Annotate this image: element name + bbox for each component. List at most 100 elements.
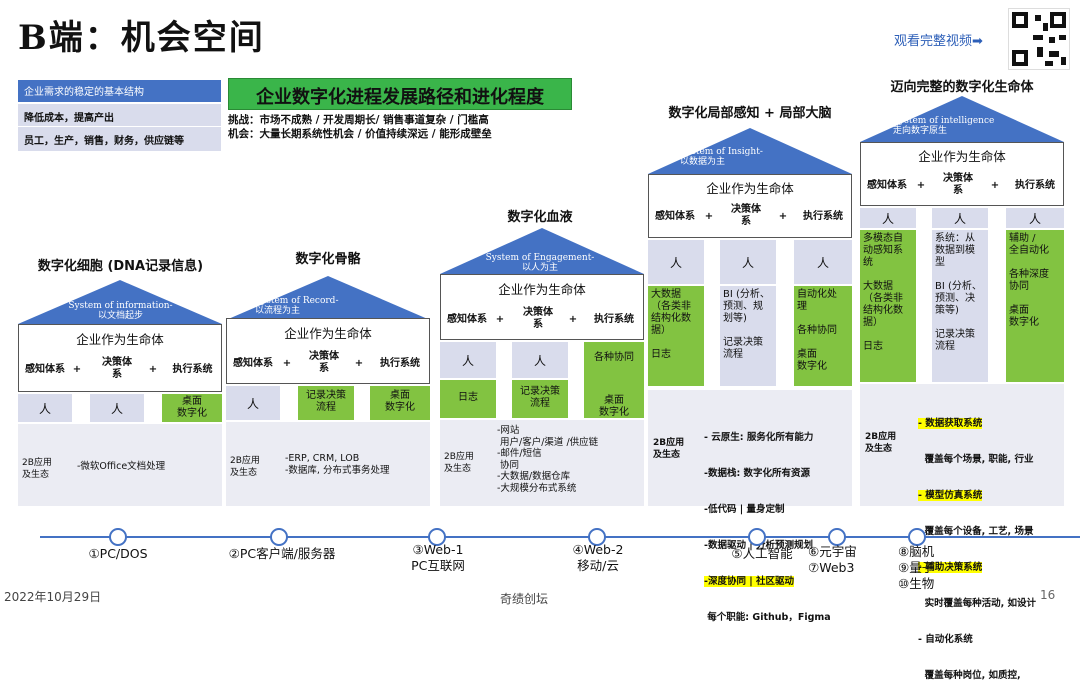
timeline-dot-1[interactable] (109, 528, 127, 546)
house-5-plus-1: + (916, 180, 926, 191)
timeline-label-web1: ③Web-1 PC互联网 (411, 542, 465, 573)
house-4-eco-item: -低代码 | 量身定制 (704, 504, 785, 515)
house-2-eco (226, 422, 430, 506)
house-4-bi-text: BI (分析、 预测、规 划等) (723, 289, 770, 324)
house-5-log: 日志 (863, 341, 883, 352)
house-2-plus-2: + (354, 358, 364, 369)
house-5-person-2: 人 (932, 208, 988, 228)
house-5-roof-label: System of intelligence 走向数字原生 (893, 116, 995, 136)
legend-row-functions: 员工，生产，销售，财务，供应链等 (18, 127, 221, 151)
timeline-axis (40, 536, 1080, 538)
house-5-col-3: 辅助 / 全自动化各种深度 协同桌面 数字化 (1006, 230, 1064, 382)
house-2-roof-label: System of Record- 以流程为主 (255, 296, 339, 316)
house-5-eco-item: 覆盖每个设备, 工艺, 场景 (918, 526, 1034, 537)
house-5-exec: 执行系统 (1015, 180, 1055, 191)
house-4-eco-item: - 云原生: 服务化所有能力 (704, 432, 814, 443)
timeline-dot-7[interactable] (908, 528, 926, 546)
timeline-dot-6[interactable] (828, 528, 846, 546)
house-3-roof-label: System of Engagement- 以人为主 (485, 253, 595, 273)
house-5-eco-highlight: - 数据获取系统 (918, 418, 983, 429)
house-5-title: 迈向完整的数字化生命体 (890, 80, 1034, 95)
watch-video-link[interactable]: 观看完整视频➡ (894, 34, 983, 49)
house-5-bi: BI (分析、 预测、决 策等) (935, 281, 982, 316)
timeline-label-future: ⑧脑机 ⑨量子 ⑩生物 (898, 544, 935, 591)
legend-structure: 企业需求的稳定的基本结构 (18, 80, 221, 102)
house-4-log: 日志 (651, 349, 671, 360)
house-3-eco-label: 2B应用 及生态 (444, 452, 474, 474)
house-4-eco-list: - 云原生: 服务化所有能力 -数据栈: 数字化所有资源 -低代码 | 量身定制… (704, 408, 831, 636)
house-4-person-3: 人 (794, 240, 852, 284)
house-5-eco-highlight: - 模型仿真系统 (918, 490, 983, 501)
opportunity-text: 机会：大量长期系统性机会 / 价值持续深远 / 能形成壁垒 (228, 128, 492, 140)
house-3-body (440, 274, 644, 340)
house-1-roof-label: System of information- 以文档起步 (68, 301, 173, 321)
timeline-dot-5[interactable] (748, 528, 766, 546)
house-1-desktop: 桌面 数字化 (162, 394, 222, 422)
headline: 企业数字化进程发展路径和进化程度 (228, 78, 572, 110)
house-5-body (860, 142, 1064, 206)
house-3-decide: 决策体 系 (523, 307, 553, 330)
house-4-body (648, 174, 852, 238)
house-3-record: 记录决策 流程 (512, 380, 568, 418)
house-3-plus-1: + (495, 314, 505, 325)
timeline-dot-3[interactable] (428, 528, 446, 546)
timeline-label-pc-client: ②PC客户端/服务器 (228, 546, 336, 561)
house-1-exec: 执行系统 (172, 364, 213, 375)
house-4-bi: BI (分析、 预测、规 划等)记录决策 流程 (720, 286, 776, 386)
house-3-desktop: 桌面 数字化 (599, 395, 629, 418)
house-2-decide: 决策体 系 (309, 351, 339, 374)
house-1-body (18, 324, 222, 392)
qr-code-icon (1008, 8, 1070, 70)
timeline-dot-2[interactable] (270, 528, 288, 546)
house-5-eco-highlight: - 辅助决策系统 (918, 562, 983, 573)
legend-row-cost: 降低成本，提高产出 (18, 104, 221, 126)
house-5-eco-item: 覆盖每个场景, 职能, 行业 (918, 454, 1034, 465)
house-4-auto: 自动化处 理 各种协同桌面 数字化 (794, 286, 852, 386)
house-2-eco-label: 2B应用 及生态 (230, 456, 260, 478)
house-5-decide: 决策体 系 (943, 173, 973, 196)
house-3-eco (440, 420, 644, 506)
timeline-label-web2: ④Web-2 移动/云 (572, 542, 624, 573)
house-2-desktop: 桌面 数字化 (370, 386, 430, 420)
house-5-bigdata: 大数据 （各类非 结构化数 据） (863, 281, 903, 328)
house-4-sense: 感知体系 (655, 211, 695, 222)
timeline-label-metaverse: ⑥元宇宙 ⑦Web3 (808, 544, 857, 575)
house-2-eco-text: -ERP, CRM, LOB -数据库, 分布式事务处理 (285, 453, 390, 476)
house-2-ent: 企业作为生命体 (284, 326, 372, 341)
house-4-decide: 决策体 系 (731, 204, 761, 227)
house-3-roof (440, 228, 644, 274)
house-1-plus-2: + (148, 364, 158, 375)
house-1-plus-1: + (72, 364, 82, 375)
house-3-collab: 各种协同 (584, 342, 644, 418)
house-5-model: 系统：从 数据到模 型 (935, 233, 975, 268)
house-3-plus-2: + (568, 314, 578, 325)
challenge-text: 挑战：市场不成熟 / 开发周期长/ 销售事道复杂 / 门槛高 (228, 114, 489, 126)
timeline-label-pc-dos: ①PC/DOS (88, 546, 148, 561)
house-2-title: 数字化骨骼 (295, 252, 361, 267)
page-title: B端：机会空间 (18, 18, 265, 58)
footer-page-number: 16 (1040, 588, 1056, 602)
house-4-roof (648, 128, 852, 174)
timeline-label-ai: ⑤人工智能 (731, 546, 793, 561)
house-5-sense: 感知体系 (867, 180, 907, 191)
house-5-ent: 企业作为生命体 (918, 149, 1006, 164)
house-2-record: 记录决策 流程 (298, 386, 354, 420)
house-5-deep-collab: 各种深度 协同 (1009, 269, 1049, 292)
house-2-sense: 感知体系 (233, 358, 273, 369)
house-2-body (226, 318, 430, 384)
house-3-person-1: 人 (440, 342, 496, 378)
house-4-auto-text: 自动化处 理 各种协同 (797, 289, 837, 336)
house-1-person-1: 人 (18, 394, 72, 422)
timeline-dot-4[interactable] (588, 528, 606, 546)
house-4-ent: 企业作为生命体 (706, 181, 794, 196)
house-1-sense: 感知体系 (25, 364, 65, 375)
house-1-eco-label: 2B应用 及生态 (22, 458, 52, 480)
house-1-eco (18, 424, 222, 506)
house-4-roof-label: System of Insight- 以数据为主 (680, 147, 763, 167)
house-3-exec: 执行系统 (594, 314, 634, 325)
house-4-title: 数字化局部感知 + 局部大脑 (668, 106, 832, 121)
house-5-person-3: 人 (1006, 208, 1064, 228)
house-1-ent: 企业作为生命体 (76, 332, 164, 347)
house-5-eco-item: 覆盖每种岗位, 如质控, (918, 670, 1021, 681)
footer-date: 2022年10月29日 (4, 590, 102, 604)
